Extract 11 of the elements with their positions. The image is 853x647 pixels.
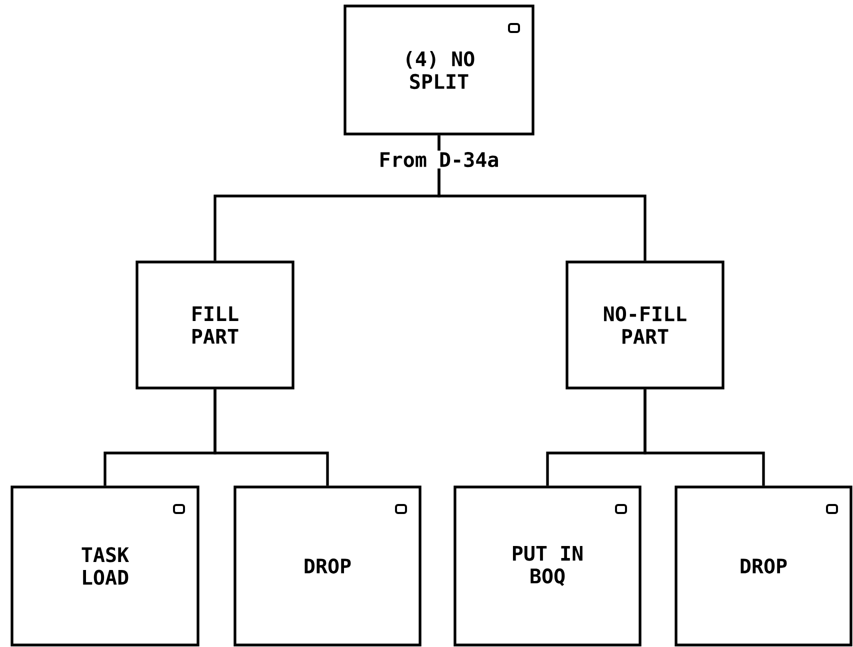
process-box: (4) NO SPLIT bbox=[344, 4, 534, 136]
connector-line bbox=[438, 135, 646, 261]
process-box: NO-FILL PART bbox=[566, 260, 724, 390]
connector-line bbox=[214, 389, 329, 486]
process-box: FILL PART bbox=[136, 260, 294, 390]
process-box: DROP bbox=[674, 486, 852, 646]
process-box: PUT IN BOQ bbox=[454, 486, 642, 646]
node-caption: From D-34a bbox=[377, 150, 501, 168]
process-box: DROP bbox=[234, 486, 422, 646]
connector-line bbox=[644, 389, 765, 486]
process-box: TASK LOAD bbox=[10, 486, 200, 646]
